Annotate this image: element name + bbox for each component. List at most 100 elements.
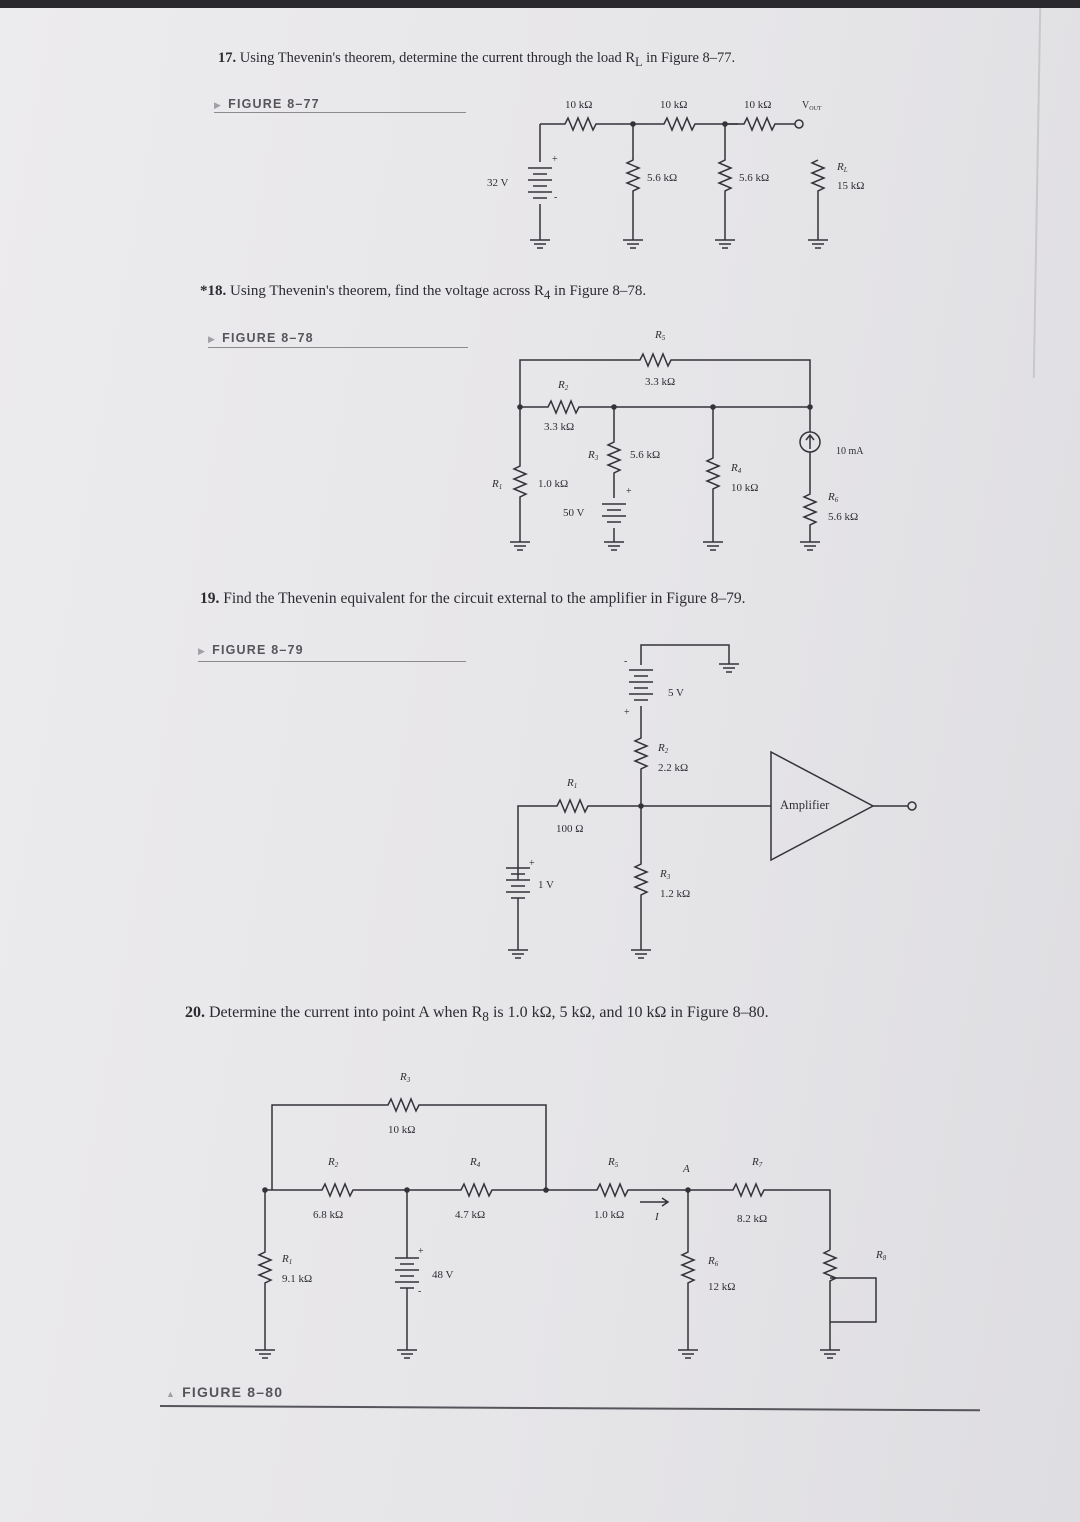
- problem-number: 17.: [218, 50, 237, 66]
- problem-text: Using Thevenin's theorem, find the volta…: [230, 283, 545, 299]
- r4-value: 4.7 kΩ: [455, 1209, 485, 1221]
- r2-name: R2: [657, 742, 669, 755]
- top-edge-bar: [0, 0, 1080, 8]
- r5-name: R5: [607, 1156, 619, 1169]
- figure-label-8-79: ▶FIGURE 8–79: [198, 643, 304, 657]
- r6-letter: R: [707, 1255, 715, 1267]
- r1-name: R1: [281, 1253, 292, 1266]
- r1-sub: 1: [499, 483, 503, 491]
- amplifier-label: Amplifier: [780, 798, 830, 812]
- subscript: 8: [482, 1009, 489, 1025]
- r4-value: 10 kΩ: [731, 482, 758, 494]
- r3-name: R3: [399, 1071, 411, 1084]
- figure-rule: [208, 347, 468, 348]
- plus-sign: +: [552, 154, 558, 165]
- r2-sub: 2: [335, 1161, 339, 1169]
- triangle-icon: ▶: [198, 646, 207, 656]
- figure-rule: [198, 661, 466, 662]
- triangle-icon: ▶: [208, 334, 217, 344]
- r1-value: 9.1 kΩ: [282, 1273, 312, 1285]
- r2-sub: 2: [665, 747, 669, 755]
- r7-sub: 7: [759, 1161, 763, 1169]
- shunt-r1-value: 5.6 kΩ: [647, 172, 677, 184]
- current-label: I: [654, 1211, 660, 1223]
- r1-sub: 1: [289, 1258, 293, 1266]
- r6-name: R6: [827, 491, 839, 504]
- r4-name: R4: [730, 462, 742, 475]
- figure-label-text: FIGURE 8–80: [182, 1384, 284, 1400]
- r1-letter: R: [491, 478, 499, 490]
- minus-sign: -: [554, 192, 557, 203]
- r8-name: R8: [875, 1249, 887, 1262]
- r4-sub: 4: [738, 467, 742, 475]
- r3-letter: R: [587, 449, 595, 461]
- r6-sub: 6: [835, 496, 839, 504]
- r1-value: 1.0 kΩ: [538, 478, 568, 490]
- problem-17: 17. Using Thevenin's theorem, determine …: [218, 50, 735, 70]
- rl-name: RL: [836, 161, 848, 174]
- rl-letter: R: [836, 161, 844, 173]
- r2-letter: R: [557, 379, 565, 391]
- r6-name: R6: [707, 1255, 719, 1268]
- r1-letter: R: [281, 1253, 289, 1265]
- triangle-icon: ▶: [214, 100, 223, 110]
- r2-letter: R: [657, 742, 665, 754]
- source-label: 50 V: [563, 507, 585, 519]
- r3-sub: 3: [594, 454, 599, 462]
- fig80-wires: [255, 1097, 877, 1359]
- figure-label-8-77: ▶ FIGURE 8–77: [214, 97, 320, 111]
- r3-sub: 3: [666, 873, 671, 881]
- r1-value: 100 Ω: [556, 823, 583, 835]
- vout-sub: OUT: [809, 106, 822, 112]
- r5-sub: 5: [662, 334, 666, 342]
- figure-label-8-78: ▶FIGURE 8–78: [208, 331, 314, 345]
- r5-value: 3.3 kΩ: [645, 376, 675, 388]
- r3-letter: R: [399, 1071, 407, 1083]
- r1-name: R1: [566, 777, 577, 790]
- point-a-label: A: [682, 1163, 690, 1175]
- r3-value: 1.2 kΩ: [660, 888, 690, 900]
- r3-letter: R: [659, 868, 667, 880]
- r8-sub: 8: [883, 1254, 887, 1262]
- r6-letter: R: [827, 491, 835, 503]
- r1-letter: R: [566, 777, 574, 789]
- problem-number: *18.: [200, 283, 227, 299]
- r2-name: R2: [557, 379, 569, 392]
- vout-label: VOUT: [802, 100, 822, 112]
- r5-letter: R: [607, 1156, 615, 1168]
- r1-name: R1: [491, 478, 502, 491]
- problem-text: Find the Thevenin equivalent for the cir…: [223, 590, 746, 607]
- plus-sign: +: [626, 486, 632, 497]
- r2-name: R2: [327, 1156, 339, 1169]
- r3-name: R3: [659, 868, 671, 881]
- minus-sign: -: [418, 1286, 421, 1297]
- series-r2-value: 10 kΩ: [660, 99, 687, 111]
- r5-value: 1.0 kΩ: [594, 1209, 624, 1221]
- fig77-wires: [528, 116, 828, 249]
- r3-sub: 3: [406, 1076, 411, 1084]
- r5-letter: R: [654, 329, 662, 341]
- shunt-r2-value: 5.6 kΩ: [739, 172, 769, 184]
- problem-text-cont: in Figure 8–78.: [550, 283, 647, 299]
- r2-value: 2.2 kΩ: [658, 762, 688, 774]
- vout-text: V: [802, 100, 810, 111]
- figure-label-text: FIGURE 8–77: [228, 97, 320, 111]
- subscript: L: [635, 54, 643, 69]
- fig79-wires: [506, 644, 917, 959]
- plus-sign: +: [529, 858, 535, 869]
- series-r1-value: 10 kΩ: [565, 99, 592, 111]
- r5-name: R5: [654, 329, 666, 342]
- r2-letter: R: [327, 1156, 335, 1168]
- r8-letter: R: [875, 1249, 883, 1261]
- problem-number: 19.: [200, 590, 220, 607]
- rl-sub: L: [843, 166, 848, 174]
- series-r3-value: 10 kΩ: [744, 99, 771, 111]
- r4-letter: R: [730, 462, 738, 474]
- r7-letter: R: [751, 1156, 759, 1168]
- rl-value: 15 kΩ: [837, 180, 864, 192]
- r4-name: R4: [469, 1156, 481, 1169]
